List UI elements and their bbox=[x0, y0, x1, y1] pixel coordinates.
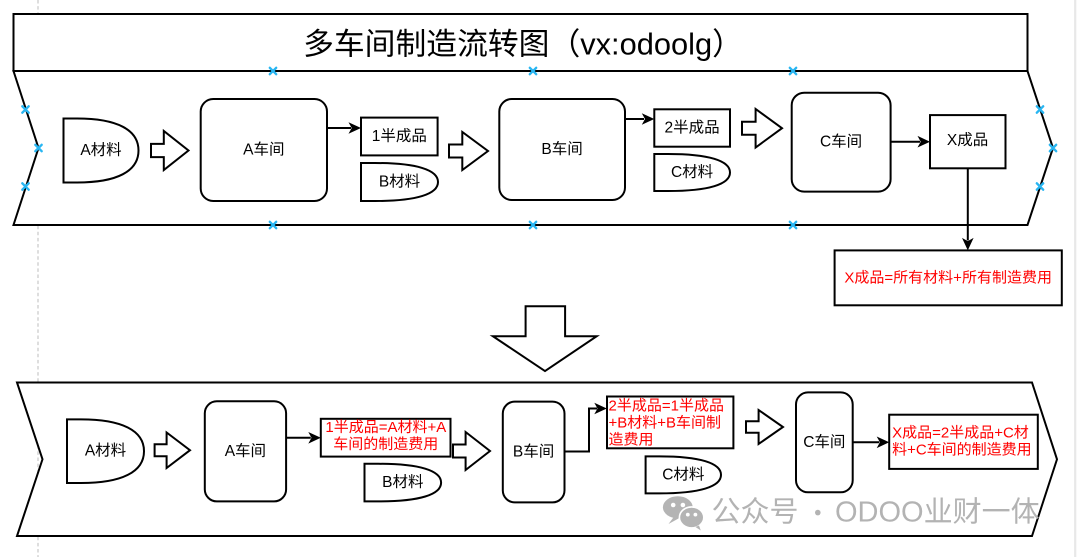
svg-text:B材料: B材料 bbox=[382, 473, 423, 491]
svg-text:C材料: C材料 bbox=[662, 465, 704, 483]
svg-text:1半成品=A材料+A: 1半成品=A材料+A bbox=[325, 419, 446, 436]
svg-text:A材料: A材料 bbox=[85, 442, 126, 460]
svg-text:A材料: A材料 bbox=[80, 141, 121, 159]
svg-text:A车间: A车间 bbox=[243, 141, 284, 159]
svg-text:公众号: 公众号 bbox=[712, 496, 799, 528]
svg-text:车间的制造费用: 车间的制造费用 bbox=[333, 436, 438, 453]
svg-text:2半成品: 2半成品 bbox=[665, 119, 720, 137]
svg-text:B车间: B车间 bbox=[541, 140, 582, 158]
svg-text:C材料: C材料 bbox=[671, 163, 713, 181]
svg-text:造费用: 造费用 bbox=[609, 431, 654, 448]
svg-text:2半成品=1半成品: 2半成品=1半成品 bbox=[609, 397, 724, 414]
svg-text:1半成品: 1半成品 bbox=[372, 127, 427, 145]
svg-text:X成品=2半成品+C材: X成品=2半成品+C材 bbox=[892, 424, 1029, 441]
svg-text:+B材料+B车间制: +B材料+B车间制 bbox=[609, 414, 722, 431]
svg-text:C车间: C车间 bbox=[820, 133, 862, 151]
svg-text:C车间: C车间 bbox=[803, 433, 845, 451]
svg-text:ODOO业财一体: ODOO业财一体 bbox=[835, 496, 1040, 528]
svg-text:B材料: B材料 bbox=[379, 173, 420, 191]
svg-text:X成品=所有材料+所有制造费用: X成品=所有材料+所有制造费用 bbox=[844, 269, 1052, 286]
svg-text:X成品: X成品 bbox=[947, 132, 988, 149]
svg-text:B车间: B车间 bbox=[513, 443, 554, 461]
svg-text:多车间制造流转图（vx:odoolg）: 多车间制造流转图（vx:odoolg） bbox=[303, 27, 743, 62]
svg-text:A车间: A车间 bbox=[225, 442, 266, 460]
svg-text:料+C车间的制造费用: 料+C车间的制造费用 bbox=[892, 442, 1032, 459]
